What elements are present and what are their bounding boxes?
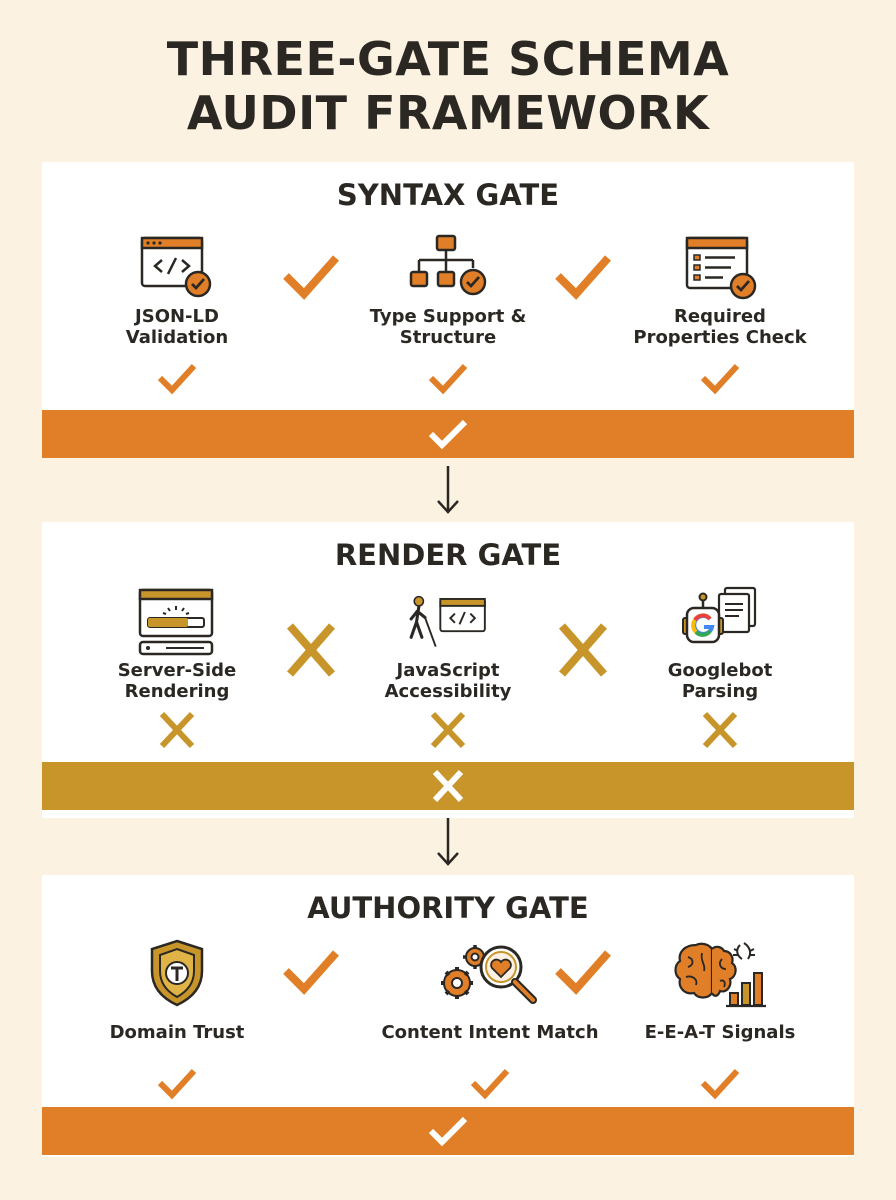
syntax-gate-title: SYNTAX GATE [336, 178, 560, 212]
authority-gate-panel: AUTHORITY GATE Domain Trust [42, 875, 854, 1157]
x-mark-icon [425, 710, 471, 750]
domain-trust-item: Domain Trust [62, 935, 292, 1103]
item-label: Type Support &Structure [370, 306, 527, 348]
check-mark-icon [697, 358, 743, 398]
e-e-a-t-signals-item: E-E-A-T Signals [605, 935, 835, 1103]
label-line-2: Structure [399, 327, 497, 348]
label-line-2: Rendering [124, 681, 230, 702]
label-line-1: Required [674, 306, 766, 327]
item-label: E-E-A-T Signals [645, 1011, 796, 1053]
authority-gate-status-bar [42, 1107, 854, 1155]
hierarchy-check-icon [405, 230, 491, 306]
check-mark-icon [428, 1116, 468, 1147]
label-line-1: Domain Trust [109, 1021, 245, 1043]
down-arrow-icon [433, 816, 463, 868]
label-line-2: Validation [125, 327, 229, 348]
x-mark-icon [552, 622, 614, 678]
googlebot-icon [677, 584, 763, 660]
x-mark-icon [432, 769, 464, 803]
syntax-gate-status-bar [42, 410, 854, 458]
label-line-1: Googlebot [667, 660, 773, 681]
check-mark-icon [552, 248, 614, 304]
checklist-window-icon [677, 230, 763, 306]
label-line-1: JSON-LD [135, 306, 219, 327]
brain-laurel-chart-icon [672, 935, 768, 1011]
x-mark-icon [697, 710, 743, 750]
type-support-structure-item: Type Support &Structure [333, 230, 563, 398]
accessibility-code-icon [405, 584, 491, 660]
label-line-1: Type Support & [369, 306, 527, 327]
label-line-2: Properties Check [633, 327, 807, 348]
item-label: Domain Trust [110, 1011, 245, 1053]
check-mark-icon [425, 358, 471, 398]
x-mark-icon [154, 710, 200, 750]
title-line-2: AUDIT FRAMEWORK [186, 86, 710, 140]
x-mark-icon [280, 622, 342, 678]
check-mark-icon [467, 1063, 513, 1103]
label-line-1: JavaScript [396, 660, 500, 681]
check-mark-icon [428, 419, 468, 450]
gears-magnifier-heart-icon [435, 935, 545, 1011]
render-gate-title: RENDER GATE [334, 538, 562, 572]
content-intent-match-item: Content Intent Match [375, 935, 605, 1103]
label-line-1: E-E-A-T Signals [644, 1021, 796, 1043]
label-line-2: Accessibility [384, 681, 512, 702]
label-line-1: Content Intent Match [381, 1021, 599, 1043]
shield-t-icon [134, 935, 220, 1011]
authority-gate-title: AUTHORITY GATE [307, 891, 589, 925]
server-loading-icon [134, 584, 220, 660]
down-arrow-icon [433, 464, 463, 516]
code-window-check-icon [134, 230, 220, 306]
check-mark-icon [154, 1063, 200, 1103]
page-title: THREE-GATE SCHEMA AUDIT FRAMEWORK [0, 32, 896, 140]
check-mark-icon [697, 1063, 743, 1103]
label-line-2: Parsing [681, 681, 759, 702]
title-line-1: THREE-GATE SCHEMA [166, 32, 730, 86]
check-mark-icon [552, 943, 614, 999]
check-mark-icon [280, 943, 342, 999]
check-mark-icon [280, 248, 342, 304]
label-line-1: Server-Side [117, 660, 237, 681]
check-mark-icon [154, 358, 200, 398]
render-gate-status-bar [42, 762, 854, 810]
item-label: Content Intent Match [381, 1011, 598, 1053]
